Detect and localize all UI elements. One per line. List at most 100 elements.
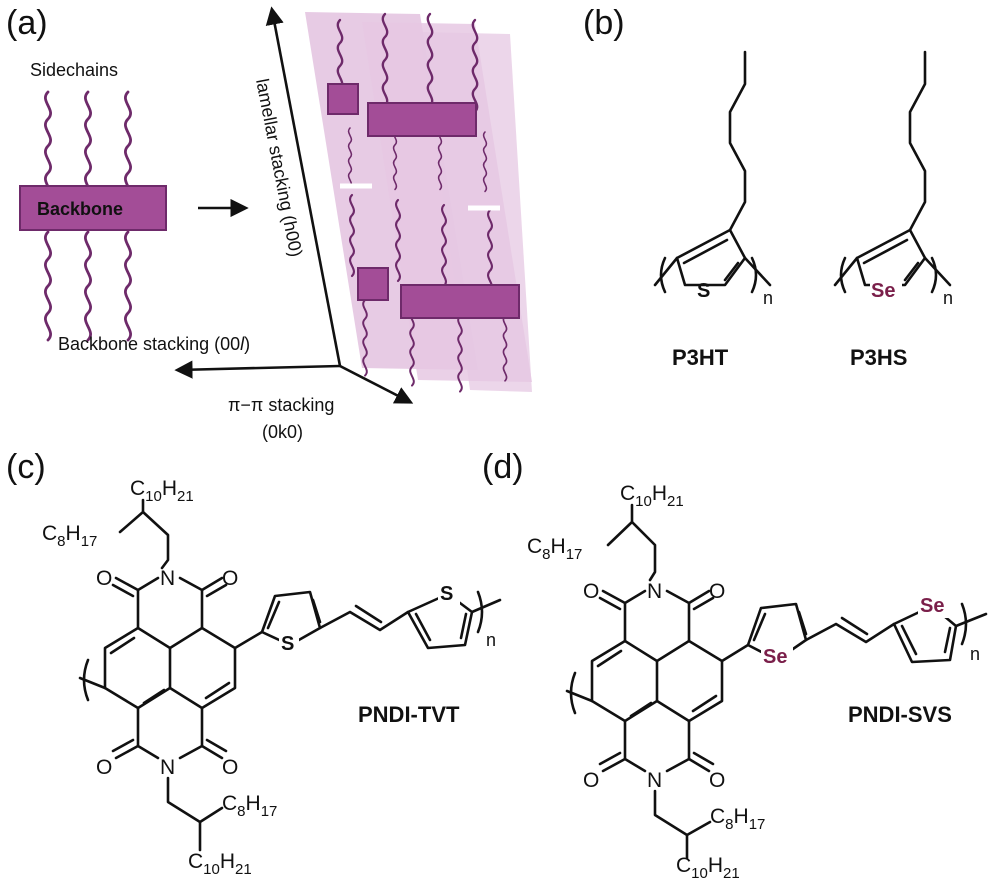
sulfur-atom: S xyxy=(697,280,710,302)
ring-bond xyxy=(665,589,691,643)
alkyl-c8h17: C8H17 xyxy=(42,522,97,550)
atom-mask xyxy=(761,645,793,667)
alkyl-bond xyxy=(606,503,634,547)
carbonyl-bond xyxy=(601,589,627,605)
backbone-bond xyxy=(233,630,264,650)
lamellar-axis xyxy=(265,6,342,367)
double-bond xyxy=(943,626,952,654)
naphthalene-ring xyxy=(103,626,172,710)
single-polymer-diagram: Backbone xyxy=(19,90,167,342)
carbonyl-bond xyxy=(111,738,135,753)
alkyl-c10h21: C10H21 xyxy=(188,850,252,878)
ring-bond xyxy=(178,576,204,630)
alkyl-c8h17: C8H17 xyxy=(222,792,277,820)
panel-b: (b) S n P3HT Se n xyxy=(583,4,953,370)
double-bond xyxy=(723,261,740,282)
ring-bond xyxy=(665,719,691,773)
backbone-block xyxy=(327,83,359,115)
carbonyl-bond xyxy=(601,757,627,773)
panel-a: (a) Sidechains Backbone lamellar stackin… xyxy=(6,4,532,442)
repeat-n: n xyxy=(970,644,980,664)
double-bond xyxy=(109,636,136,655)
thiophene-ring xyxy=(675,228,747,287)
vinylene-bond xyxy=(804,622,896,644)
oxygen-atom: O xyxy=(96,567,112,590)
repeat-bracket xyxy=(82,658,90,702)
backbone-bond xyxy=(833,256,859,287)
alkyl-bond xyxy=(653,789,689,860)
selenophene-ring xyxy=(855,228,927,287)
p3hs-name: P3HS xyxy=(850,345,907,370)
ring-bond xyxy=(623,719,647,773)
selenium-atom: Se xyxy=(871,280,895,302)
double-bond xyxy=(459,612,468,640)
vinylene-bond xyxy=(318,610,410,632)
pndi-svs-name: PNDI-SVS xyxy=(848,702,952,727)
carbonyl-bond xyxy=(692,596,715,611)
oxygen-atom: O xyxy=(96,756,112,779)
backbone-block xyxy=(400,284,520,319)
carbonyl-bond xyxy=(687,757,711,773)
repeat-bracket xyxy=(476,590,484,634)
alkyl-bond xyxy=(166,776,202,852)
p3hs-structure: Se n P3HS xyxy=(833,50,953,370)
oxygen-atom: O xyxy=(583,769,599,792)
backbone-bond xyxy=(470,598,502,614)
alkyl-bond xyxy=(141,510,170,570)
alkyl-c10h21: C10H21 xyxy=(620,482,684,510)
nitrogen-atom: N xyxy=(160,756,175,779)
panel-c: (c) C10H21 C8H17 N O O N O O xyxy=(6,448,502,878)
double-bond xyxy=(682,238,729,265)
carbonyl-bond xyxy=(205,738,228,753)
backbone-bond xyxy=(653,256,679,287)
pi-axis-index: (0k0) xyxy=(262,422,303,442)
alkyl-c8h17: C8H17 xyxy=(710,805,765,833)
repeat-bracket xyxy=(659,256,667,294)
double-bond xyxy=(414,612,432,642)
p3ht-structure: S n P3HT xyxy=(653,50,773,370)
alkyl-bond xyxy=(118,498,145,534)
carbonyl-bond xyxy=(598,596,622,611)
oxygen-atom: O xyxy=(222,756,238,779)
double-bond xyxy=(142,688,166,705)
double-bond xyxy=(354,604,383,624)
backbone-axis-label: Backbone stacking (00l) xyxy=(58,334,250,354)
panel-a-label: (a) xyxy=(6,4,48,42)
selenium-atom: Se xyxy=(920,595,944,617)
repeat-bracket xyxy=(569,671,577,715)
repeat-bracket xyxy=(839,256,847,294)
atom-mask xyxy=(870,278,902,300)
nitrogen-atom: N xyxy=(647,580,662,603)
alkyl-c10h21: C10H21 xyxy=(676,854,740,882)
carbonyl-bond xyxy=(114,576,140,592)
double-bond xyxy=(596,649,623,668)
repeat-bracket xyxy=(960,602,968,646)
repeat-n: n xyxy=(943,288,953,308)
atom-mask xyxy=(279,632,299,654)
backbone-block xyxy=(357,267,389,301)
pndi-tvt-name: PNDI-TVT xyxy=(358,702,460,727)
repeat-n: n xyxy=(486,630,496,650)
oxygen-atom: O xyxy=(583,580,599,603)
alkyl-bond xyxy=(198,806,224,824)
backbone-axis xyxy=(174,360,341,379)
carbonyl-bond xyxy=(687,589,711,605)
naphthalene-ring xyxy=(655,639,724,723)
backbone-bond xyxy=(743,256,772,287)
double-bond xyxy=(752,612,767,642)
double-bond xyxy=(204,681,231,700)
double-bond xyxy=(862,238,909,265)
alkyl-bond xyxy=(630,520,657,582)
ring-bond xyxy=(178,706,204,760)
double-bond xyxy=(797,610,808,636)
alkyl-c10h21: C10H21 xyxy=(130,477,194,505)
carbonyl-bond xyxy=(200,576,224,592)
carbonyl-bond xyxy=(692,751,715,766)
oxygen-atom: O xyxy=(709,769,725,792)
hexyl-chain xyxy=(728,50,747,232)
ring-bond xyxy=(623,589,647,643)
stacked-lattice xyxy=(305,12,532,393)
pi-axis-label: π−π stacking xyxy=(228,395,334,415)
nitrogen-atom: N xyxy=(160,567,175,590)
